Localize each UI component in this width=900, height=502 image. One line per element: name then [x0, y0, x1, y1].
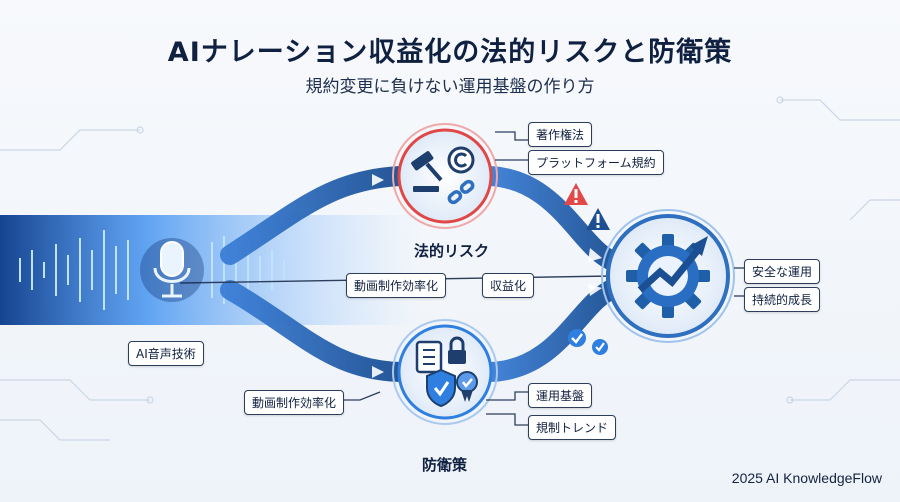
- gear-growth-icon: [601, 209, 735, 343]
- caption-legal-risk: 法的リスク: [414, 242, 490, 260]
- gavel-icon: [411, 151, 443, 192]
- copyright-icon: [447, 146, 475, 174]
- page-title: AIナレーション収益化の法的リスクと防衛策: [167, 37, 733, 68]
- footer-credit: 2025 AI KnowledgeFlow: [731, 470, 882, 486]
- check-icon-secondary: [592, 339, 608, 355]
- label-efficiency-lower: 動画制作効率化: [244, 390, 345, 415]
- flow-arrowheads: [372, 174, 602, 378]
- label-safe-operation: 安全な運用: [744, 259, 821, 284]
- label-efficiency-center: 動画制作効率化: [346, 273, 447, 298]
- label-operation-base: 運用基盤: [528, 383, 593, 408]
- sound-beam: [0, 215, 420, 325]
- flow-defense-to-hub: [480, 278, 625, 382]
- circuit-lines: [0, 96, 900, 441]
- microphone-icon: [140, 238, 204, 302]
- label-connectors: [342, 131, 744, 426]
- flow-legal-to-hub: [480, 166, 625, 272]
- defense-node: [392, 319, 498, 425]
- award-ribbon-icon: [456, 371, 478, 402]
- warning-icon-secondary: [586, 208, 610, 230]
- check-icon: [568, 329, 586, 347]
- warning-icon: [564, 183, 588, 205]
- lock-icon: [448, 336, 466, 364]
- label-platform-terms: プラットフォーム規約: [528, 150, 664, 175]
- label-copyright-law: 著作権法: [528, 122, 593, 147]
- caption-defense: 防衛策: [422, 456, 468, 474]
- label-ai-voice-tech: AI音声技術: [128, 341, 204, 366]
- page-subtitle: 規約変更に負けない運用基盤の作り方: [305, 77, 595, 97]
- label-sustainable-growth: 持続的成長: [744, 287, 821, 312]
- label-regulation-trends: 規制トレンド: [528, 415, 617, 440]
- shield-check-icon: [426, 368, 456, 408]
- broken-chain-icon: [447, 179, 475, 205]
- legal-risk-node: [392, 123, 498, 229]
- label-monetization: 収益化: [482, 273, 535, 298]
- clipboard-checklist-icon: [415, 340, 443, 374]
